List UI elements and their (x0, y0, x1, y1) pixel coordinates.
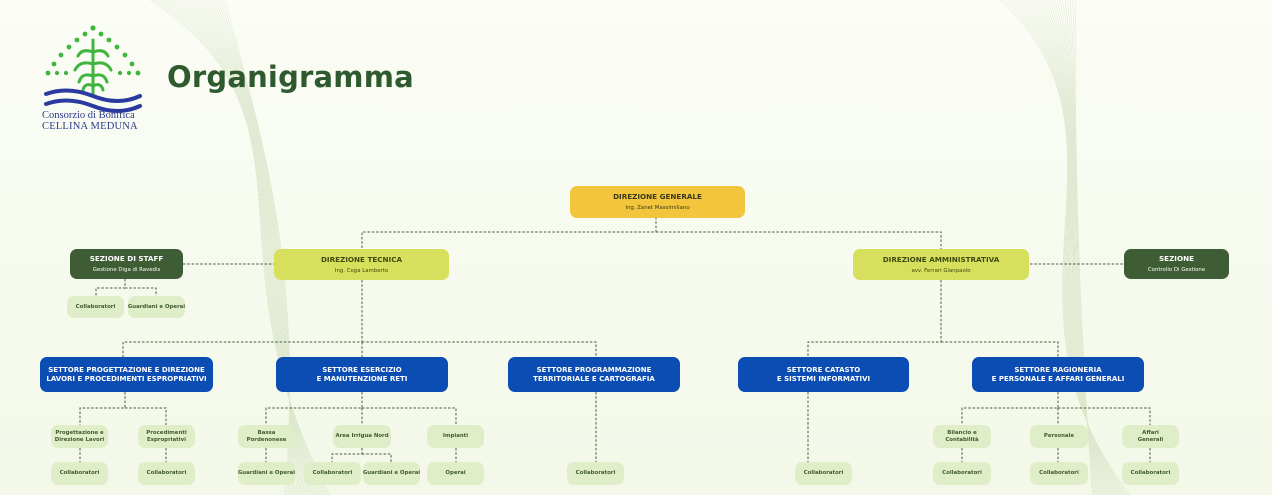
box-label-line2: Direzione Lavori (54, 436, 105, 443)
box-title-line2: LAVORI E PROCEDIMENTI ESPROPRIATIVI (46, 374, 207, 383)
box-title: DIREZIONE TECNICA (320, 254, 403, 264)
box-title: SEZIONE DI STAFF (89, 254, 164, 264)
box-label: Operai (445, 470, 466, 477)
box-s2-guardiani-b[interactable]: Guardiani e Operai (363, 462, 420, 485)
box-sezione-di-staff[interactable]: SEZIONE DI STAFF Gestione Diga di Ravedi… (70, 249, 183, 279)
box-subtitle: avv. Ferrari Gianpaolo (911, 267, 971, 274)
box-settore-programmazione[interactable]: SETTORE PROGRAMMAZIONE TERRITORIALE E CA… (508, 357, 680, 392)
box-s3-collaboratori[interactable]: Collaboratori (567, 462, 624, 485)
box-s4-collaboratori[interactable]: Collaboratori (795, 462, 852, 485)
box-title: DIREZIONE AMMINISTRATIVA (882, 254, 1000, 264)
box-bassa-pordenonese[interactable]: Bassa Pordenonese (238, 425, 295, 448)
logo-text-line2: CELLINA MEDUNA (42, 121, 138, 132)
box-label: Collaboratori (1130, 470, 1171, 477)
box-subtitle: Gestione Diga di Ravedis (92, 267, 161, 274)
box-label: Guardiani e Operai (362, 470, 421, 477)
box-label: Personale (1043, 433, 1075, 440)
box-label: Collaboratori (75, 303, 116, 310)
box-label-line2: Pordenonese (246, 436, 287, 443)
box-progettazione-direzione-lavori[interactable]: Progettazione e Direzione Lavori (51, 425, 108, 448)
box-direzione-tecnica[interactable]: DIREZIONE TECNICA Ing. Coga Lamberto (274, 249, 449, 280)
box-sezione-controllo[interactable]: SEZIONE Controllo Di Gestione (1124, 249, 1229, 279)
box-settore-progettazione[interactable]: SETTORE PROGETTAZIONE E DIREZIONE LAVORI… (40, 357, 213, 392)
box-personale[interactable]: Personale (1030, 425, 1088, 448)
box-label-line2: Espropriativi (147, 436, 186, 443)
box-title: SEZIONE (1158, 254, 1194, 264)
box-subtitle: Ing. Coga Lamberto (334, 267, 389, 274)
box-label: Collaboratori (1039, 470, 1079, 477)
box-label: Collaboratori (312, 470, 353, 477)
box-label: Guardiani e Operai (237, 470, 296, 477)
box-impianti[interactable]: Impianti (427, 425, 484, 448)
box-staff-collaboratori[interactable]: Collaboratori (67, 296, 124, 318)
box-direzione-generale[interactable]: DIREZIONE GENERALE Ing. Zanet Massimilia… (570, 186, 745, 218)
box-title-line2: E SISTEMI INFORMATIVI (776, 374, 871, 383)
logo-text-line1: Consorzio di Bonifica (42, 110, 135, 121)
box-title-line2: TERRITORIALE E CARTOGRAFIA (533, 374, 655, 383)
box-area-irrigua-nord[interactable]: Area Irrigua Nord (333, 425, 391, 448)
box-label: Area Irrigua Nord (335, 433, 389, 440)
box-staff-guardiani[interactable]: Guardiani e Operai (128, 296, 185, 318)
box-label: Collaboratori (803, 470, 844, 477)
box-procedimenti-espropriativi[interactable]: Procedimenti Espropriativi (138, 425, 195, 448)
box-bilancio-contabilita[interactable]: Bilancio e Contabilità (933, 425, 991, 448)
box-title-line1: SETTORE ESERCIZIO (322, 365, 402, 374)
box-s2-guardiani-a[interactable]: Guardiani e Operai (238, 462, 295, 485)
box-label-line2: Contabilità (945, 436, 979, 443)
box-label-line1: Progettazione e (55, 429, 104, 436)
box-label: Collaboratori (146, 470, 187, 477)
box-s1-collaboratori-b[interactable]: Collaboratori (138, 462, 195, 485)
box-label: Collaboratori (575, 470, 616, 477)
consorzio-logo-icon (44, 25, 142, 113)
box-label-line1: Bassa (257, 429, 276, 436)
box-title: DIREZIONE GENERALE (613, 192, 702, 202)
box-title-line1: SETTORE PROGRAMMAZIONE (536, 365, 652, 374)
box-title-line1: SETTORE CATASTO (786, 365, 861, 374)
page-title: Organigramma (167, 60, 414, 94)
box-title-line2: E MANUTENZIONE RETI (316, 374, 408, 383)
box-title-line1: SETTORE PROGETTAZIONE E DIREZIONE (48, 365, 205, 374)
box-label: Impianti (442, 433, 469, 440)
box-label-line1: Procedimenti (146, 429, 187, 436)
box-label: Collaboratori (59, 470, 100, 477)
box-title-line1: SETTORE RAGIONERIA (1014, 365, 1102, 374)
box-subtitle: Ing. Zanet Massimiliano (625, 205, 690, 212)
box-label-line1: Bilancio e (947, 429, 977, 436)
box-s2-operai[interactable]: Operai (427, 462, 484, 485)
box-s5-collaboratori-a[interactable]: Collaboratori (933, 462, 991, 485)
box-direzione-amministrativa[interactable]: DIREZIONE AMMINISTRATIVA avv. Ferrari Gi… (853, 249, 1029, 280)
box-s1-collaboratori-a[interactable]: Collaboratori (51, 462, 108, 485)
box-settore-esercizio[interactable]: SETTORE ESERCIZIO E MANUTENZIONE RETI (276, 357, 448, 392)
box-settore-catasto[interactable]: SETTORE CATASTO E SISTEMI INFORMATIVI (738, 357, 909, 392)
box-label: Guardiani e Operai (127, 303, 186, 310)
box-label: Collaboratori (942, 470, 982, 477)
box-s5-collaboratori-c[interactable]: Collaboratori (1122, 462, 1179, 485)
box-title-line2: E PERSONALE E AFFARI GENERALI (991, 374, 1125, 383)
box-label-line1: Affari (1142, 429, 1159, 436)
box-s2-collaboratori[interactable]: Collaboratori (304, 462, 361, 485)
box-settore-ragioneria[interactable]: SETTORE RAGIONERIA E PERSONALE E AFFARI … (972, 357, 1144, 392)
box-affari-generali[interactable]: Affari Generali (1122, 425, 1179, 448)
box-subtitle: Controllo Di Gestione (1147, 267, 1206, 274)
box-label-line2: Generali (1137, 436, 1164, 443)
box-s5-collaboratori-b[interactable]: Collaboratori (1030, 462, 1088, 485)
